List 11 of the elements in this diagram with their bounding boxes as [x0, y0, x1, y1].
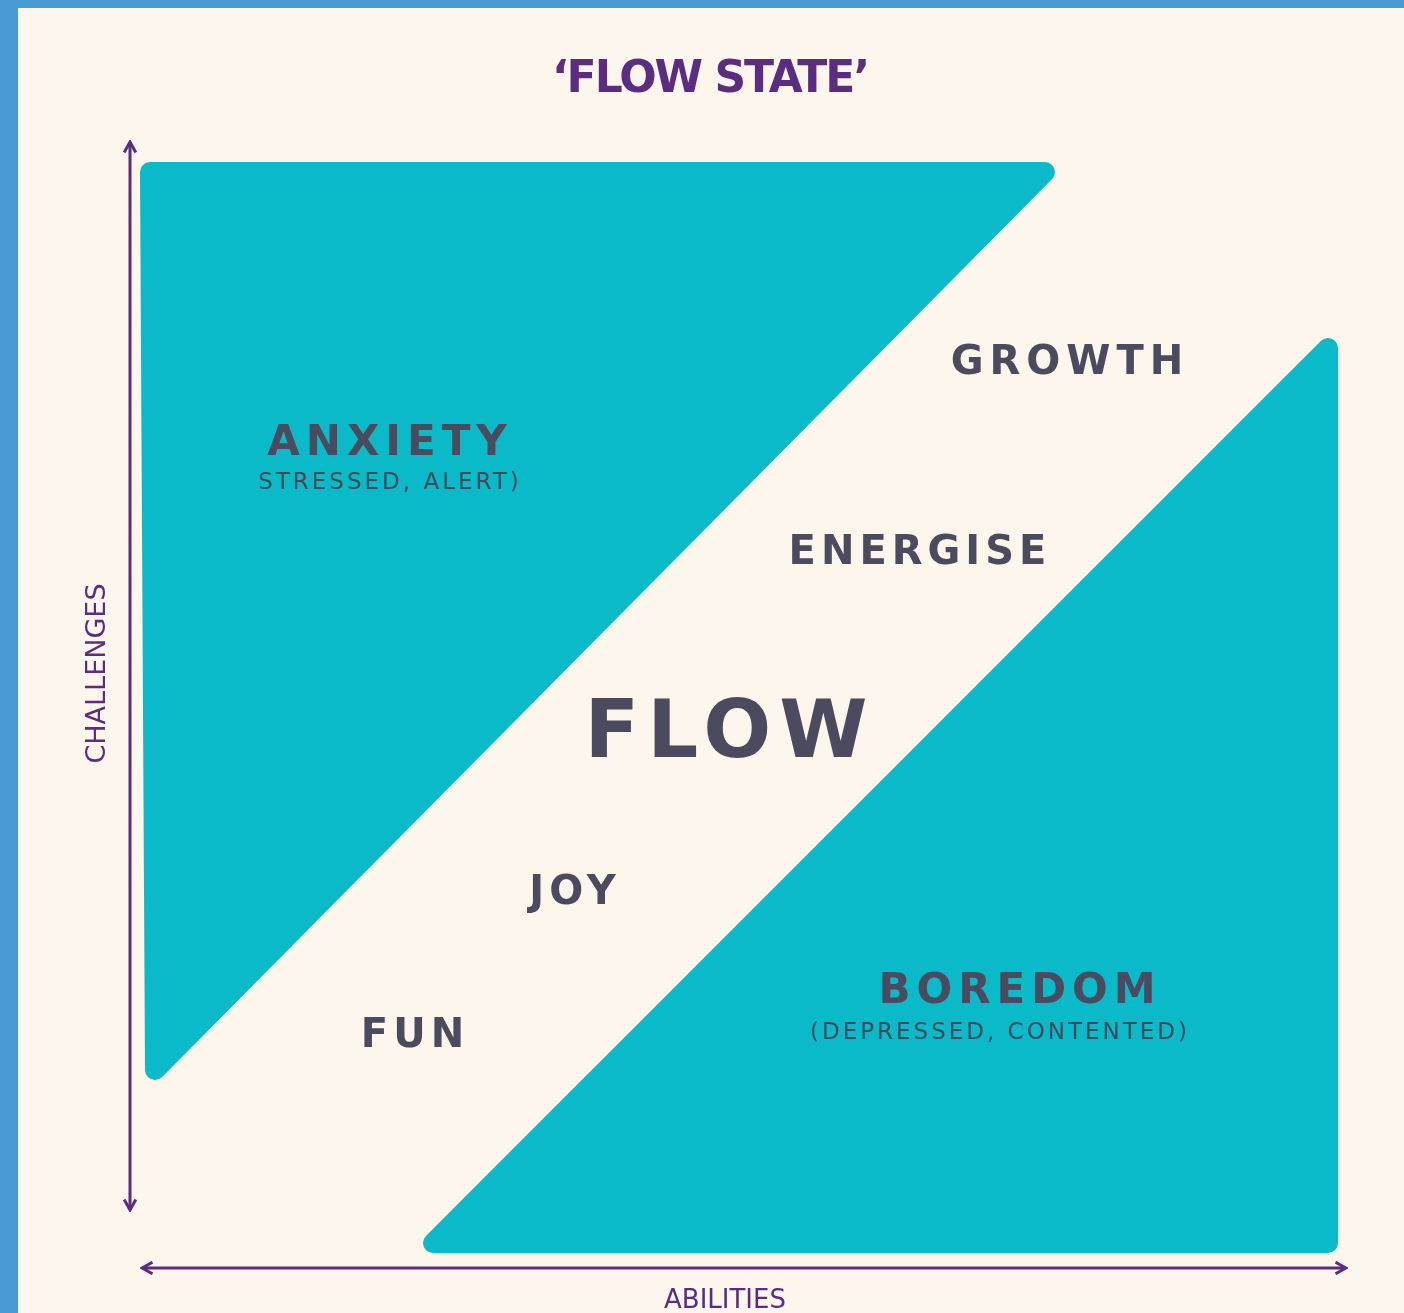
zone-label: ENERGISE — [787, 530, 1053, 570]
zone-subtitle: (DEPRESSED, CONTENTED) — [808, 1020, 1192, 1043]
zone-label: FUN — [359, 1013, 471, 1053]
zone-subtitle: STRESSED, ALERT) — [257, 470, 523, 493]
axis-title: ABILITIES — [663, 1286, 787, 1312]
axis-title: CHALLENGES — [81, 582, 109, 766]
zone-heading: BOREDOM — [877, 968, 1163, 1010]
center-label: FLOW — [583, 690, 877, 770]
zone-label: GROWTH — [949, 340, 1191, 380]
zone-heading: ANXIETY — [266, 420, 514, 462]
title: ‘FLOW STATE’ — [550, 55, 870, 99]
